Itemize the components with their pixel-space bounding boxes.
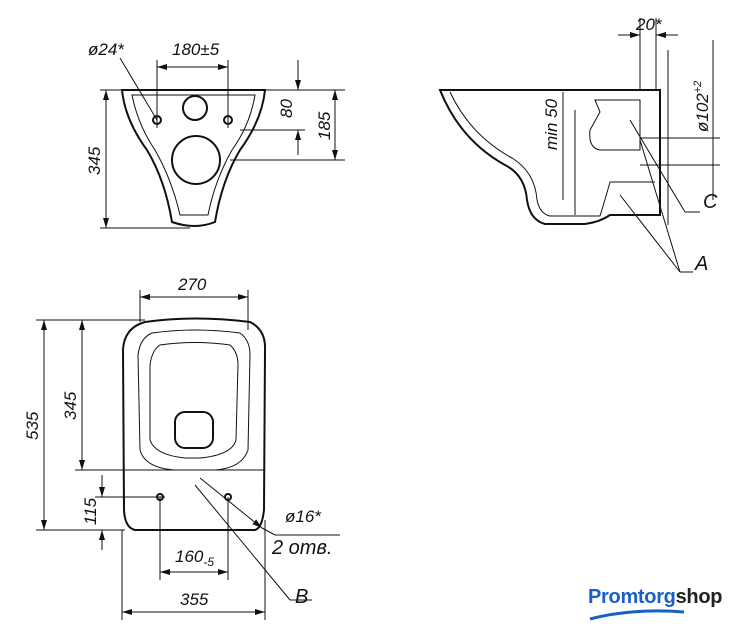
label-a: A: [694, 253, 708, 275]
label-b: B: [295, 586, 308, 608]
outlet-opening: [174, 411, 214, 449]
bowl-plan-outline: [121, 317, 267, 531]
dim-hole-dia: ø24*: [88, 40, 125, 59]
dim-115: 115: [81, 497, 100, 525]
promtorgshop-logo: Promtorgshop: [588, 586, 722, 609]
side-view: 20* ø102+2 min 50 C A: [438, 15, 720, 275]
dim-185: 185: [315, 111, 334, 140]
holes-count: 2 отв.: [271, 537, 332, 559]
dim-base-355: 355: [180, 590, 209, 609]
outlet-circle: [171, 135, 221, 185]
logo-part1: Promtorg: [588, 586, 676, 608]
dim-width-270: 270: [177, 275, 207, 294]
dim-345-top: 345: [85, 146, 104, 175]
bowl-side-outline: [438, 89, 661, 225]
dim-min-50: min 50: [542, 98, 561, 150]
dim-offset: 20*: [635, 15, 663, 34]
pipe-hole: [182, 95, 208, 121]
dim-hole-spacing-160: 160-5: [175, 547, 214, 569]
dim-hole-spacing: 180±5: [172, 40, 220, 59]
logo-part2: shop: [675, 586, 723, 608]
dim-pipe-dia: ø102+2: [692, 81, 712, 132]
label-c: C: [703, 191, 718, 213]
dim-seat-345: 345: [61, 391, 80, 420]
dim-length-535: 535: [23, 411, 42, 440]
top-view: 180±5 ø24* 80 185 345: [85, 40, 345, 229]
bowl-top-outline: [120, 89, 267, 227]
dim-80: 80: [277, 99, 296, 118]
bottom-view: 270 535 345 115 160-5 355 ø16* 2 отв. B: [23, 275, 340, 620]
dim-hole-dia-16: ø16*: [285, 507, 322, 526]
logo-swoosh: [589, 609, 685, 621]
